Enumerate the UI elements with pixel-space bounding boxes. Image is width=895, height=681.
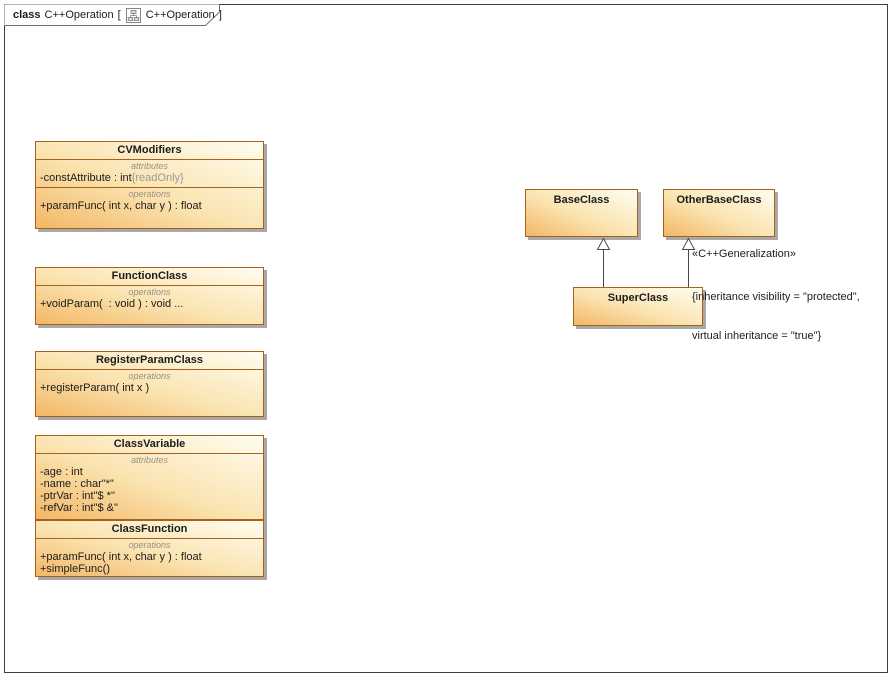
constraint-line: virtual inheritance = "true"}: [692, 330, 822, 342]
operations-compartment[interactable]: operations +registerParam( int x ): [36, 369, 263, 416]
attribute-line[interactable]: -name : char"*": [40, 478, 114, 490]
class-name[interactable]: ClassVariable: [113, 438, 186, 450]
attribute-line[interactable]: -constAttribute : int{readOnly}: [36, 172, 263, 184]
class-box-cvmodifiers[interactable]: CVModifiers attributes -constAttribute :…: [35, 141, 264, 229]
operations-compartment[interactable]: operations +paramFunc( int x, char y ) :…: [36, 538, 263, 576]
attributes-compartment[interactable]: attributes -constAttribute : int{readOnl…: [36, 159, 263, 187]
constraint-line: {inheritance visibility = "protected",: [692, 291, 860, 303]
tab-open-bracket: [: [117, 9, 121, 21]
class-box-baseclass[interactable]: BaseClass: [525, 189, 638, 237]
class-name[interactable]: BaseClass: [553, 194, 610, 206]
compartment-label: operations: [128, 287, 171, 297]
class-name[interactable]: FunctionClass: [111, 270, 188, 282]
attribute-modifier: {readOnly}: [131, 172, 184, 184]
class-box-classfunction[interactable]: ClassFunction operations +paramFunc( int…: [35, 520, 264, 577]
attribute-line[interactable]: -ptrVar : int"$ *": [40, 490, 115, 502]
tab-close-bracket: ]: [218, 9, 222, 21]
compartment-label: attributes: [130, 161, 169, 171]
class-name[interactable]: SuperClass: [607, 292, 669, 304]
diagram-tab[interactable]: class C++Operation [ C++Operation ]: [13, 7, 222, 23]
attributes-compartment[interactable]: attributes -age : int -name : char"*" -p…: [36, 453, 263, 519]
tab-diagram-ref: C++Operation: [145, 9, 215, 21]
operation-line[interactable]: +paramFunc( int x, char y ) : float: [40, 551, 202, 563]
class-box-superclass[interactable]: SuperClass: [573, 287, 703, 326]
operations-compartment[interactable]: operations +voidParam( : void ) : void .…: [36, 285, 263, 324]
attribute-line[interactable]: -age : int: [40, 466, 83, 478]
class-box-otherbaseclass[interactable]: OtherBaseClass: [663, 189, 775, 237]
operation-line[interactable]: +registerParam( int x ): [40, 382, 150, 394]
class-name[interactable]: RegisterParamClass: [95, 354, 203, 366]
compartment-label: attributes: [130, 455, 169, 465]
compartment-label: operations: [128, 540, 171, 550]
compartment-label: operations: [128, 189, 171, 199]
class-name[interactable]: ClassFunction: [111, 523, 188, 535]
class-name[interactable]: OtherBaseClass: [676, 194, 762, 206]
generalization-constraints[interactable]: {inheritance visibility = "protected", v…: [692, 265, 860, 356]
operation-line[interactable]: +voidParam( : void ) : void ...: [40, 298, 184, 310]
operation-line[interactable]: +simpleFunc(): [40, 563, 110, 575]
class-box-classvariable[interactable]: ClassVariable attributes -age : int -nam…: [35, 435, 264, 520]
diagram-tab-shape[interactable]: [4, 4, 226, 29]
class-diagram-icon: [125, 7, 141, 23]
attribute-line[interactable]: -refVar : int"$ &": [40, 502, 118, 514]
class-name[interactable]: CVModifiers: [117, 144, 182, 156]
attribute-text: -constAttribute : int: [40, 172, 132, 184]
compartment-label: operations: [128, 371, 171, 381]
tab-kind-label: class: [13, 9, 41, 21]
class-box-registerparamclass[interactable]: RegisterParamClass operations +registerP…: [35, 351, 264, 417]
operation-line[interactable]: +paramFunc( int x, char y ) : float: [40, 200, 202, 212]
class-box-functionclass[interactable]: FunctionClass operations +voidParam( : v…: [35, 267, 264, 325]
generalization-stereotype[interactable]: «C++Generalization»: [692, 248, 796, 260]
tab-diagram-name: C++Operation: [44, 9, 114, 21]
operations-compartment[interactable]: operations +paramFunc( int x, char y ) :…: [36, 187, 263, 228]
